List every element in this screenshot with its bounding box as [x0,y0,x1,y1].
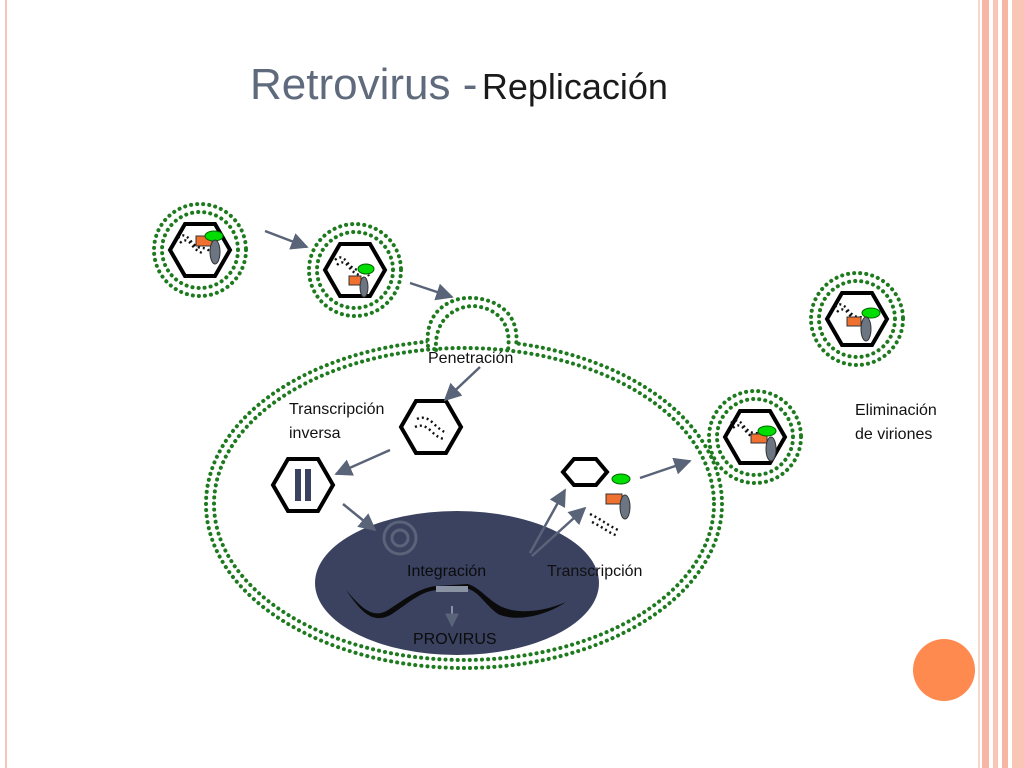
title-main: Retrovirus - [250,60,478,109]
slide-title: Retrovirus - Replicación [250,60,668,110]
virion-4 [809,271,905,367]
arrow-approach [264,229,309,250]
right-border-stripes [978,0,1024,768]
arrow-reverse-transcription [334,448,391,476]
free-protein-green [611,473,631,485]
label-elimination-2: de viriones [855,426,933,443]
arrow-attach [409,281,454,301]
arrow-transcription-2 [531,506,587,557]
provirus-insert [436,586,468,592]
free-rna [589,512,619,538]
arrows [264,229,692,557]
free-protein-gray [619,494,631,520]
arrow-budding [639,457,692,480]
arrow-to-nucleus [342,503,377,532]
label-reverse-transcription-1: Transcripción [289,401,385,418]
capsid-dsdna [270,457,336,513]
virion-2 [307,222,403,318]
label-transcription: Transcripción [547,563,643,580]
arrow-transcription-1 [528,488,567,554]
label-provirus: PROVIRUS [413,631,497,648]
accent-circle [913,639,975,701]
title-sub: Replicación [481,66,668,107]
free-protein-orange [605,493,623,505]
virion-1 [152,202,248,298]
capsid-penetrated [398,399,464,455]
label-reverse-transcription-2: inversa [289,425,341,442]
nucleus [315,511,599,655]
label-elimination-1: Eliminación [855,402,937,419]
new-capsid [560,457,610,487]
label-integration: Integración [407,563,487,580]
label-penetration: Penetración [428,350,514,367]
virion-3 [707,389,803,485]
arrow-penetration [443,366,481,402]
